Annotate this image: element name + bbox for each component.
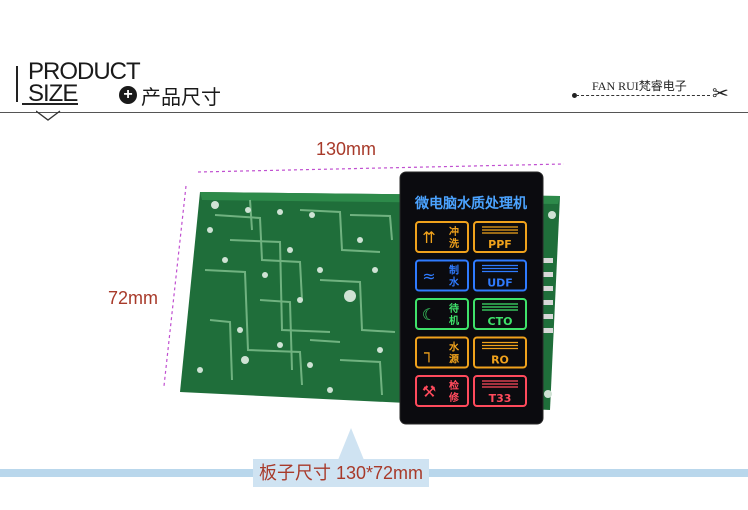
panel-button-label: 修 xyxy=(448,391,460,404)
panel-button-right[interactable]: RO xyxy=(473,336,527,369)
header-word-size: SIZE xyxy=(28,80,78,107)
panel-title: 微电脑水质处理机 xyxy=(414,195,527,212)
panel-button-label: T33 xyxy=(489,392,512,405)
height-dimension-line xyxy=(163,185,187,387)
width-dimension-line xyxy=(197,163,565,173)
panel-button-label: 洗 xyxy=(449,237,459,250)
panel-button-label: 冲 xyxy=(449,225,459,238)
board-size-caption: 板子尺寸 130*72mm xyxy=(253,459,430,487)
height-dimension-label: 72mm xyxy=(108,288,159,308)
caption-pointer xyxy=(338,428,364,460)
panel-button-label: 制 xyxy=(449,264,459,277)
panel-button-label: CTO xyxy=(488,315,513,328)
panel-button-left[interactable]: ≈ 制水 xyxy=(415,259,469,292)
panel-button-label: 水 xyxy=(448,276,460,289)
cut-dash-line xyxy=(576,95,710,96)
width-dimension-label: 130mm xyxy=(316,139,377,159)
panel-button-label: PPF xyxy=(488,238,512,251)
panel-button-right[interactable]: CTO xyxy=(473,298,527,330)
panel-button-left[interactable]: ┐ 水源 xyxy=(415,336,469,369)
header-underline xyxy=(22,103,78,105)
panel-button-label: 待 xyxy=(449,302,459,315)
moon-icon: ☾ xyxy=(422,305,436,324)
header-word-product: PRODUCT xyxy=(28,58,141,85)
panel-button-right[interactable]: UDF xyxy=(473,259,527,292)
faucet-icon: ┐ xyxy=(423,344,434,363)
panel-button-left[interactable]: ⚒ 检修 xyxy=(415,375,469,407)
scissors-icon: ✂ xyxy=(712,83,729,105)
plus-circle-icon: + xyxy=(119,86,137,104)
header-vertical-bar xyxy=(16,66,18,102)
panel-button-label: 机 xyxy=(449,314,459,327)
panel-button-label: RO xyxy=(491,354,509,367)
panel-button-label: 水 xyxy=(448,341,460,354)
dash-start-dot xyxy=(572,93,577,98)
panel-button-right[interactable]: PPF xyxy=(473,221,527,253)
header-subtitle: 产品尺寸 xyxy=(141,87,221,109)
brand-label: FAN RUI梵睿电子 xyxy=(592,79,687,93)
arrows-up-icon: ⇈ xyxy=(422,228,435,247)
water-drop-icon: ≈ xyxy=(422,267,435,286)
header-divider xyxy=(0,112,748,113)
panel-button-left[interactable]: ☾ 待机 xyxy=(415,298,469,330)
panel-button-label: 检 xyxy=(449,379,459,392)
panel-button-label: 源 xyxy=(449,353,459,366)
divider-notch xyxy=(36,110,61,121)
panel-button-label: UDF xyxy=(487,277,513,290)
panel-button-right[interactable]: T33 xyxy=(473,375,527,407)
tools-icon: ⚒ xyxy=(422,382,436,401)
panel-button-left[interactable]: ⇈ 冲洗 xyxy=(415,221,469,253)
